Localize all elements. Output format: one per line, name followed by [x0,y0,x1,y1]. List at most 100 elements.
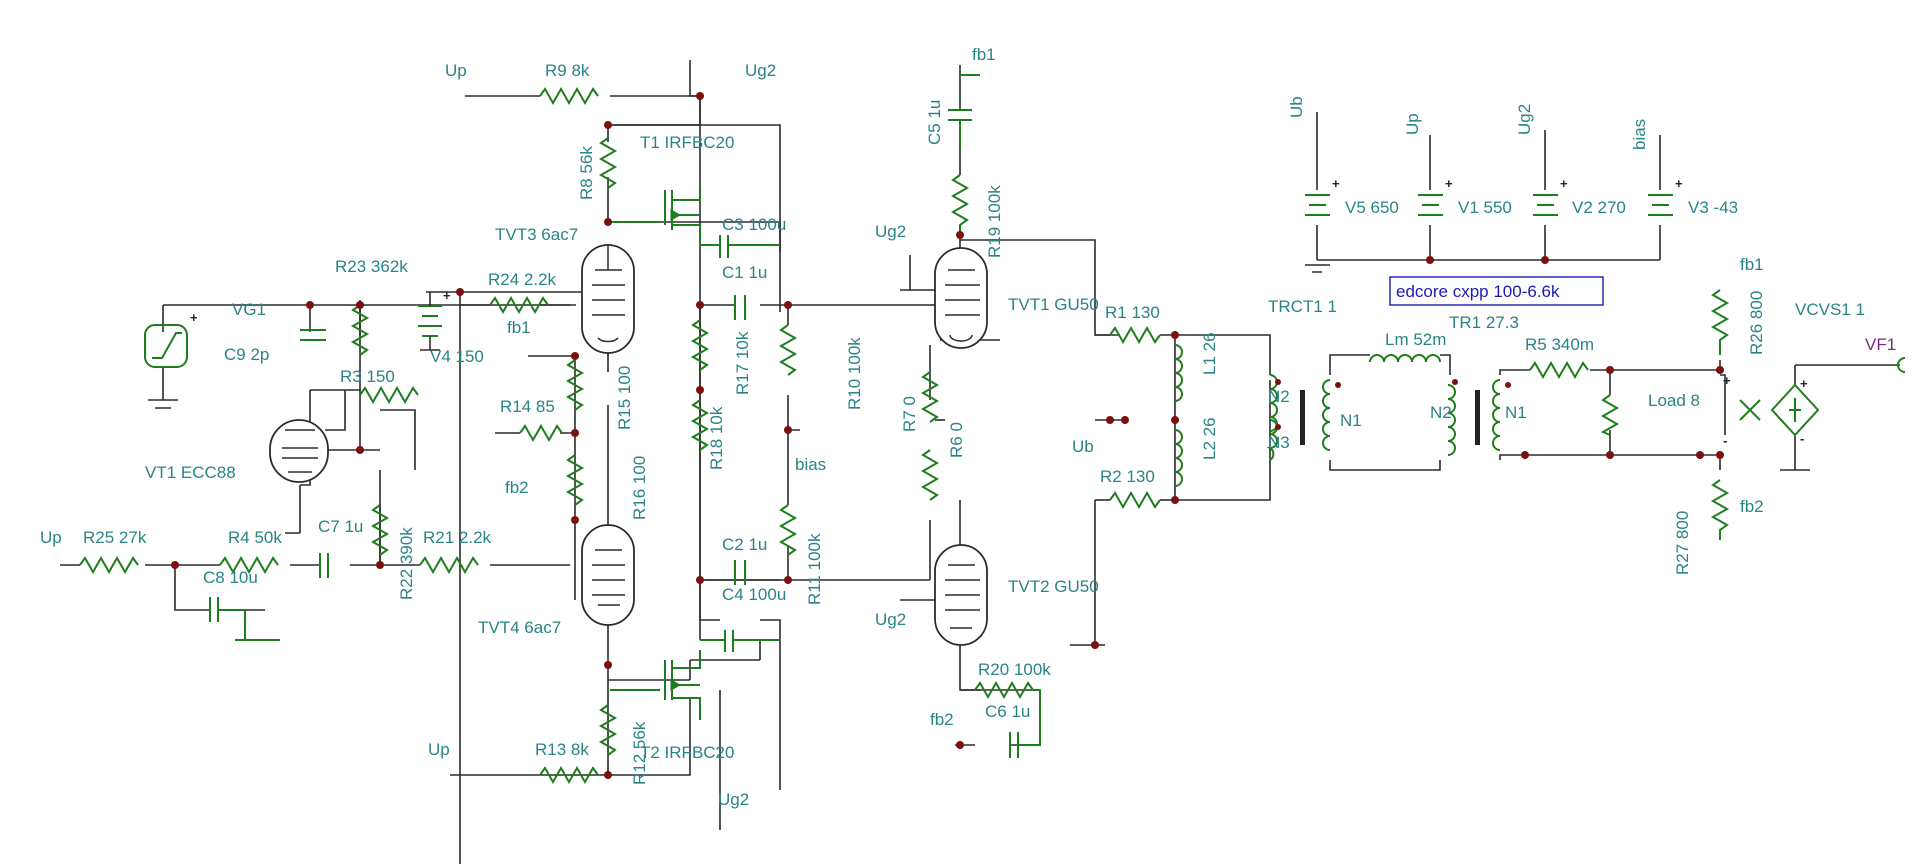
battery-v2 [1533,194,1558,216]
probe-vf1-icon [1895,357,1906,373]
label-r6: R6 0 [947,422,966,458]
label-tr1: TR1 27.3 [1449,313,1519,332]
resistor-r5 [1529,360,1589,380]
label-fb2-right: fb2 [1740,497,1764,516]
resistor-r25 [79,555,139,575]
capacitor-c3 [700,235,780,258]
resistor-r18 [690,399,710,451]
mosfet-t2 [610,650,701,720]
tube-vt1 [269,419,329,483]
resistor-r6 [920,449,940,501]
label-r24: R24 2.2k [488,270,557,289]
label-r2: R2 130 [1100,467,1155,486]
resistor-r4 [219,555,279,575]
junction-dots [171,92,1724,779]
battery-v4 [418,292,442,351]
resistor-r13 [539,765,599,785]
label-vt1: VT1 ECC88 [145,463,236,482]
label-r16: R16 100 [630,456,649,520]
label-n2-b: N2 [1430,403,1452,422]
svg-text:+: + [1800,376,1808,391]
label-n1-b: N1 [1505,403,1527,422]
battery-v1 [1418,194,1443,216]
label-n3: N3 [1268,433,1290,452]
label-vg1: VG1 [232,300,266,319]
wires [60,60,1895,864]
label-l2: L2 26 [1200,417,1219,460]
tube-tvt4 [581,524,635,626]
svg-text:+: + [1445,176,1453,191]
source-vg1 [144,324,188,409]
capacitor-c4 [700,630,780,652]
svg-text:-: - [1800,431,1804,446]
label-r12: R12 56k [630,721,649,785]
label-t2: T2 IRFBC20 [640,743,734,762]
svg-text:+: + [443,288,451,303]
capacitor-c8 [209,597,280,641]
label-r18: R18 10k [707,406,726,470]
label-ug2-top: Ug2 [745,61,776,80]
label-bias-supply: bias [1630,119,1649,150]
capacitor-c7 [319,553,329,578]
label-fb2-low: fb2 [930,710,954,729]
resistor-r16 [565,454,585,506]
edcore-box [1389,276,1604,306]
label-r26: R26 800 [1747,291,1766,355]
inductor-lm [1369,354,1441,363]
label-c8: C8 10u [203,568,258,587]
labels: Up R9 8k Ug2 fb1 T1 IRFBC20 R8 56k C5 1u… [40,45,1896,809]
label-c7: C7 1u [318,517,363,536]
tube-tvt1 [934,247,988,349]
label-ub-supply: Ub [1287,96,1306,118]
label-r5: R5 340m [1525,335,1594,354]
transformer-cores [1300,390,1480,445]
label-r13: R13 8k [535,740,589,759]
resistor-r17 [690,319,710,371]
label-v2: V2 270 [1572,198,1626,217]
resistor-r24 [489,295,549,315]
label-ub-mid: Ub [1072,437,1094,456]
label-ug2-tvt2: Ug2 [875,610,906,629]
label-r21: R21 2.2k [423,528,492,547]
label-ug2-tvt1: Ug2 [875,222,906,241]
resistor-r2 [1109,490,1161,510]
capacitor-c5 [948,74,980,150]
label-c4: C4 100u [722,585,786,604]
label-up-left: Up [40,528,62,547]
resistor-r15 [565,359,585,411]
resistor-r7 [920,371,940,423]
label-r19: R19 100k [985,185,1004,258]
resistor-r12 [598,704,618,756]
resistor-r3 [359,385,419,405]
label-v4: V4 150 [430,347,484,366]
label-t1: T1 IRFBC20 [640,133,734,152]
label-r15: R15 100 [615,366,634,430]
polarity-markers: + + + + + + + - + - [190,176,1808,448]
label-tvt4: TVT4 6ac7 [478,618,561,637]
battery-v5 [1305,194,1330,273]
resistor-r10 [778,324,798,376]
svg-text:+: + [1332,176,1340,191]
svg-text:+: + [1560,176,1568,191]
label-up-supply: Up [1403,113,1422,135]
sources [144,194,1820,471]
label-r20: R20 100k [978,660,1051,679]
label-r14: R14 85 [500,397,555,416]
label-n2-a: N2 [1268,387,1290,406]
resistor-load [1600,394,1620,436]
label-c3: C3 100u [722,215,786,234]
resistor-r19 [950,174,970,237]
svg-text:+: + [1723,373,1731,388]
resistor-r21 [419,555,479,575]
label-tvt1: TVT1 GU50 [1008,295,1099,314]
load-cross [1739,399,1761,421]
label-fb2-mid: fb2 [505,478,529,497]
inductor-l2 [1174,429,1183,487]
label-c9: C9 2p [224,345,269,364]
label-r1: R1 130 [1105,303,1160,322]
label-fb1-right: fb1 [1740,255,1764,274]
label-vcvs1: VCVS1 1 [1795,300,1865,319]
label-ug2-bottom: Ug2 [718,790,749,809]
source-vcvs1 [1770,383,1820,471]
label-r8: R8 56k [577,146,596,200]
